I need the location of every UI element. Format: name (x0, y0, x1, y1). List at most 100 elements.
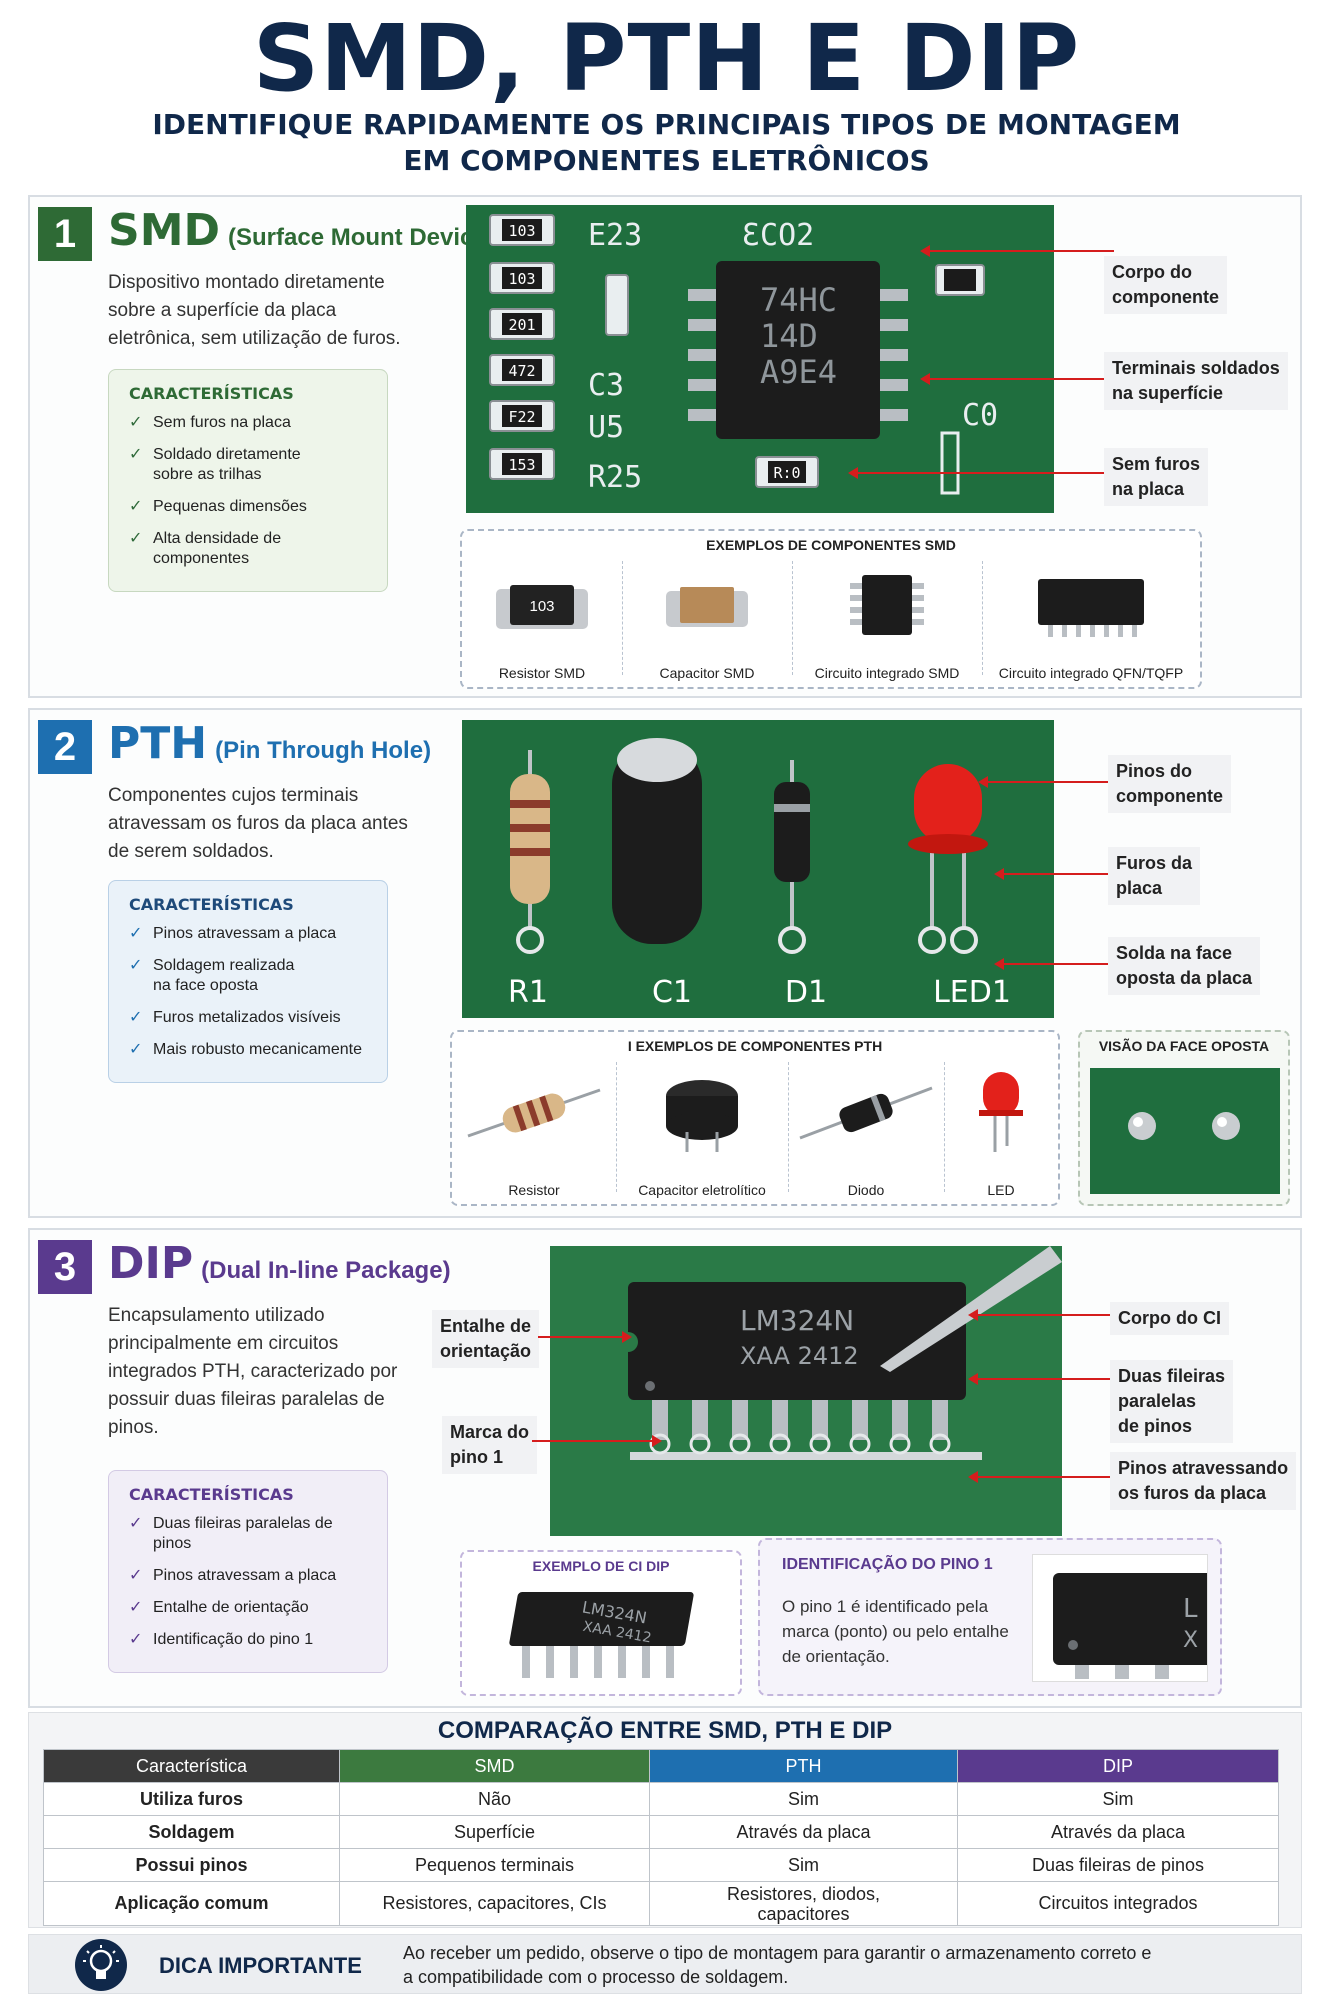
smd-examples-title: EXEMPLOS DE COMPONENTES SMD (706, 537, 956, 553)
pth-pcb-label: LED1 (933, 975, 1011, 1010)
opposite-side-photo (1090, 1068, 1280, 1194)
check-icon: ✓ (129, 1631, 143, 1648)
example-electrolytic-capacitor: Capacitor eletrolítico (616, 1062, 788, 1206)
dip-callout-body: Corpo do CI (1110, 1302, 1229, 1335)
pin1-chip-icon: L X (1053, 1573, 1207, 1679)
smd-title: SMD (108, 205, 220, 256)
dip-description: Encapsulamento utilizado principalmente … (108, 1305, 398, 1438)
example-led: LED (944, 1062, 1058, 1206)
arrow-indicator (532, 1435, 662, 1447)
tip-title: DICA IMPORTANTE (159, 1953, 362, 1978)
pth-pcb-photo: R1 C1 D1 LED1 (462, 720, 1054, 1018)
smd-subtitle: (Surface Mount Device) (228, 224, 495, 251)
comparison-title: COMPARAÇÃO ENTRE SMD, PTH E DIP (437, 1717, 893, 1744)
smd-pcb-label: 103 (508, 222, 535, 240)
dip-callout-through-holes: Pinos atravessando os furos da placa (1110, 1452, 1297, 1510)
arrow-indicator (994, 958, 1120, 970)
dip-char-title: CARACTERÍSTICAS (129, 1485, 294, 1504)
section-number-smd: 1 (38, 207, 92, 261)
smd-char-item: ✓Soldado diretamente sobre as trilhas (129, 446, 301, 483)
smd-pcb-silk: ƐCO2 (742, 218, 814, 253)
diode-icon (799, 1086, 933, 1140)
smd-description: Dispositivo montado diretamente sobre a … (108, 272, 401, 349)
smd-pcb-photo: 103 103 201 472 F22 153 R:0 E23 C3 U5 R2… (466, 205, 1054, 513)
smd-pcb-label: 201 (508, 316, 535, 334)
page-subtitle-line1: IDENTIFIQUE RAPIDAMENTE OS PRINCIPAIS TI… (152, 108, 1181, 141)
smd-pcb-label: 472 (508, 362, 535, 380)
smd-pcb-silk: U5 (588, 410, 624, 445)
table-header: DIP (957, 1749, 1279, 1783)
resistor-smd-icon: 103 (496, 585, 588, 629)
smd-callout-body: Corpo do componente (1104, 256, 1228, 314)
pin1-identification-box: IDENTIFICAÇÃO DO PINO 1 O pino 1 é ident… (758, 1538, 1222, 1696)
pth-pcb-label: R1 (508, 975, 548, 1010)
dip-pcb-photo: LM324N XAA 2412 (550, 1246, 1062, 1536)
pth-description: Componentes cujos terminais atravessam o… (108, 785, 408, 862)
page-title: SMD, PTH E DIP (252, 5, 1081, 112)
smd-char-item: ✓Pequenas dimensões (129, 498, 307, 515)
check-icon: ✓ (129, 925, 143, 942)
pth-pcb-label: C1 (652, 975, 692, 1010)
smd-pcb-silk: C3 (588, 368, 624, 403)
dip-char-item: ✓Duas fileiras paralelas de pinos (129, 1515, 333, 1552)
example-resistor-smd: 103 Resistor SMD (462, 561, 622, 689)
example-resistor: Resistor (452, 1062, 616, 1206)
comparison-section: COMPARAÇÃO ENTRE SMD, PTH E DIP Caracter… (28, 1712, 1302, 1928)
lightbulb-icon (75, 1939, 127, 1991)
dip-characteristics: CARACTERÍSTICAS ✓Duas fileiras paralelas… (108, 1470, 388, 1673)
pth-examples-title: I EXEMPLOS DE COMPONENTES PTH (627, 1038, 883, 1054)
tip-text: Ao receber um pedido, observe o tipo de … (403, 1943, 1152, 1987)
smd-char-title: CARACTERÍSTICAS (129, 384, 294, 403)
section-title-smd: SMD (Surface Mount Device) (108, 205, 495, 256)
arrow-indicator (920, 373, 1114, 385)
check-icon: ✓ (129, 1567, 143, 1584)
check-icon: ✓ (129, 1009, 143, 1026)
svg-text:103: 103 (529, 598, 554, 615)
dip-subtitle: (Dual In-line Package) (201, 1257, 451, 1284)
dip-example-box: EXEMPLO DE CI DIP LM324N XAA 2412 (460, 1550, 742, 1696)
section-title-pth: PTH (Pin Through Hole) (108, 718, 431, 769)
ic-qfn-icon (1038, 579, 1144, 637)
pth-char-item: ✓Mais robusto mecanicamente (129, 1041, 362, 1058)
opposite-side-box: VISÃO DA FACE OPOSTA (1078, 1030, 1290, 1206)
example-ic-smd: Circuito integrado SMD (792, 561, 982, 689)
check-icon: ✓ (129, 530, 143, 547)
smd-chip-text: A9E4 (760, 353, 837, 391)
dip-callout-notch: Entalhe de orientação (432, 1310, 540, 1368)
pth-characteristics: CARACTERÍSTICAS ✓Pinos atravessam a plac… (108, 880, 388, 1083)
section-dip: 3 DIP(Dual In-line Package) Encapsulamen… (28, 1228, 1302, 1708)
pth-char-item: ✓Soldagem realizada na face oposta (129, 957, 295, 994)
section-title-dip: DIP(Dual In-line Package) (108, 1238, 451, 1289)
led-icon (979, 1072, 1023, 1152)
dip-chip-text: LM324N (740, 1304, 854, 1337)
svg-text:X: X (1183, 1628, 1198, 1653)
check-icon: ✓ (129, 414, 143, 431)
dip-char-item: ✓Entalhe de orientação (129, 1599, 309, 1616)
section-number-pth: 2 (38, 720, 92, 774)
pth-callout-holes: Furos da placa (1108, 847, 1201, 905)
arrow-indicator (920, 245, 1114, 257)
smd-examples-box: EXEMPLOS DE COMPONENTES SMD 103 Resistor… (460, 529, 1202, 689)
pth-subtitle: (Pin Through Hole) (215, 737, 432, 764)
page-subtitle-line2: EM COMPONENTES ELETRÔNICOS (403, 144, 930, 177)
table-header: Característica (43, 1749, 340, 1783)
example-capacitor-smd: Capacitor SMD (622, 561, 792, 689)
pth-examples-box: I EXEMPLOS DE COMPONENTES PTH Resistor C… (450, 1030, 1060, 1206)
example-ic-qfn: Circuito integrado QFN/TQFP (982, 561, 1200, 689)
table-header: SMD (339, 1749, 650, 1783)
pth-title: PTH (108, 718, 208, 769)
pth-callout-solder: Solda na face oposta da placa (1108, 937, 1261, 995)
section-smd: 1 SMD (Surface Mount Device) Dispositivo … (28, 195, 1302, 698)
pin1-text: O pino 1 é identificado pela marca (pont… (782, 1597, 1009, 1666)
section-number-dip: 3 (38, 1240, 92, 1294)
smd-char-item: ✓Alta densidade de componentes (129, 530, 282, 567)
dip-chip-text: XAA 2412 (740, 1342, 859, 1370)
tip-section: DICA IMPORTANTE Ao receber um pedido, ob… (28, 1934, 1302, 1994)
dip-callout-pin1: Marca do pino 1 (442, 1416, 538, 1474)
pth-char-title: CARACTERÍSTICAS (129, 895, 294, 914)
smd-pcb-label: 103 (508, 270, 535, 288)
